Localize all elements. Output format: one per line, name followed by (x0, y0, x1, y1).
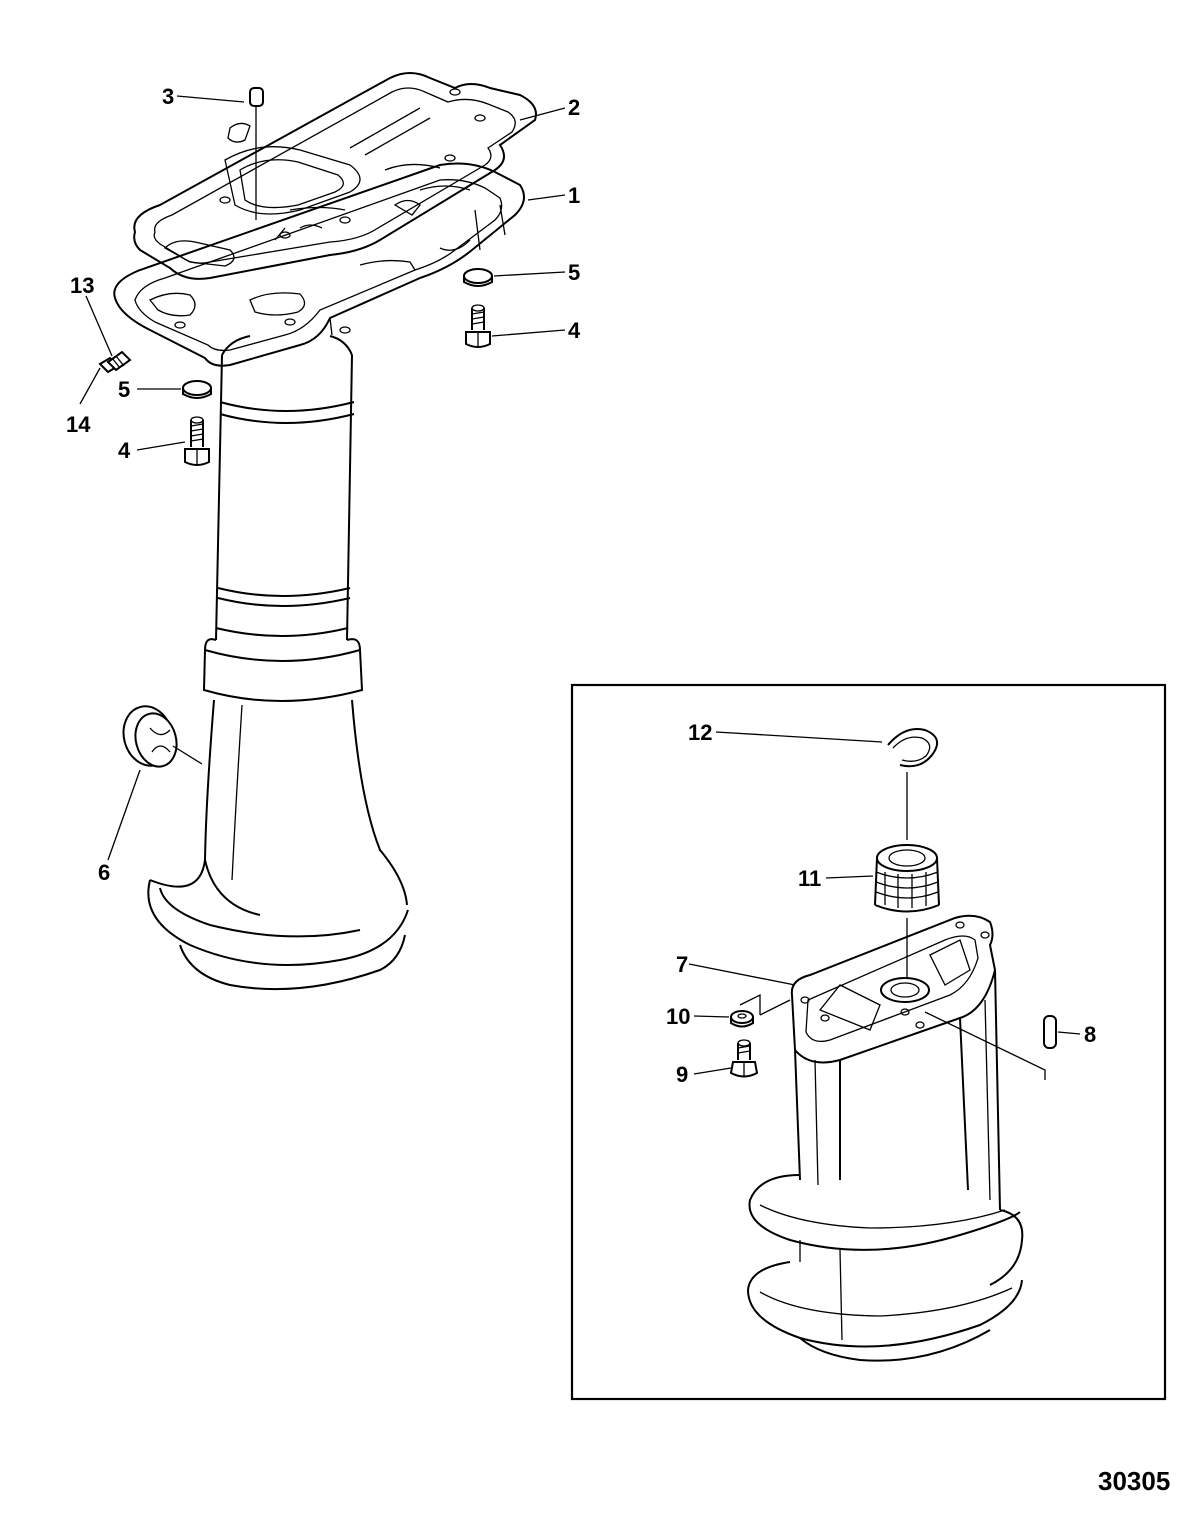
callout-6: 6 (98, 860, 110, 885)
callout-4-left: 4 (118, 438, 131, 463)
gasket (133, 72, 537, 280)
callout-7: 7 (676, 952, 688, 977)
callout-10: 10 (666, 1004, 690, 1029)
inset-bolt (729, 1039, 759, 1078)
callout-8: 8 (1084, 1022, 1096, 1047)
callout-14: 14 (66, 412, 91, 437)
bushing (874, 844, 940, 990)
driveshaft-housing (147, 335, 409, 991)
washer-right (463, 268, 493, 287)
callout-1: 1 (568, 183, 580, 208)
inset-dowel-pin (1043, 1015, 1057, 1049)
callout-2: 2 (568, 95, 580, 120)
callout-5-left: 5 (118, 377, 130, 402)
leader-lines (79, 95, 1081, 1075)
callout-9: 9 (676, 1062, 688, 1087)
rubber-plug (122, 705, 178, 768)
housing-extension (746, 914, 1024, 1362)
inset-detail (570, 683, 1167, 1401)
inset-washer (730, 1010, 754, 1028)
callout-12: 12 (688, 720, 712, 745)
bolt-left (184, 416, 210, 466)
grease-fitting (98, 350, 132, 374)
dowel-pin (249, 87, 264, 220)
adapter-plate (113, 162, 525, 367)
retaining-ring (887, 728, 939, 840)
callout-3: 3 (162, 84, 174, 109)
callout-13: 13 (70, 273, 94, 298)
callout-4-right: 4 (568, 318, 581, 343)
figure-number: 30305 (1098, 1466, 1170, 1496)
callout-5-right: 5 (568, 260, 580, 285)
bolt-right (465, 304, 491, 348)
callout-11: 11 (798, 866, 821, 891)
washer-left (182, 380, 212, 399)
callout-labels: 1 2 3 4 5 5 4 13 14 6 12 11 7 10 9 8 (66, 84, 1096, 1087)
